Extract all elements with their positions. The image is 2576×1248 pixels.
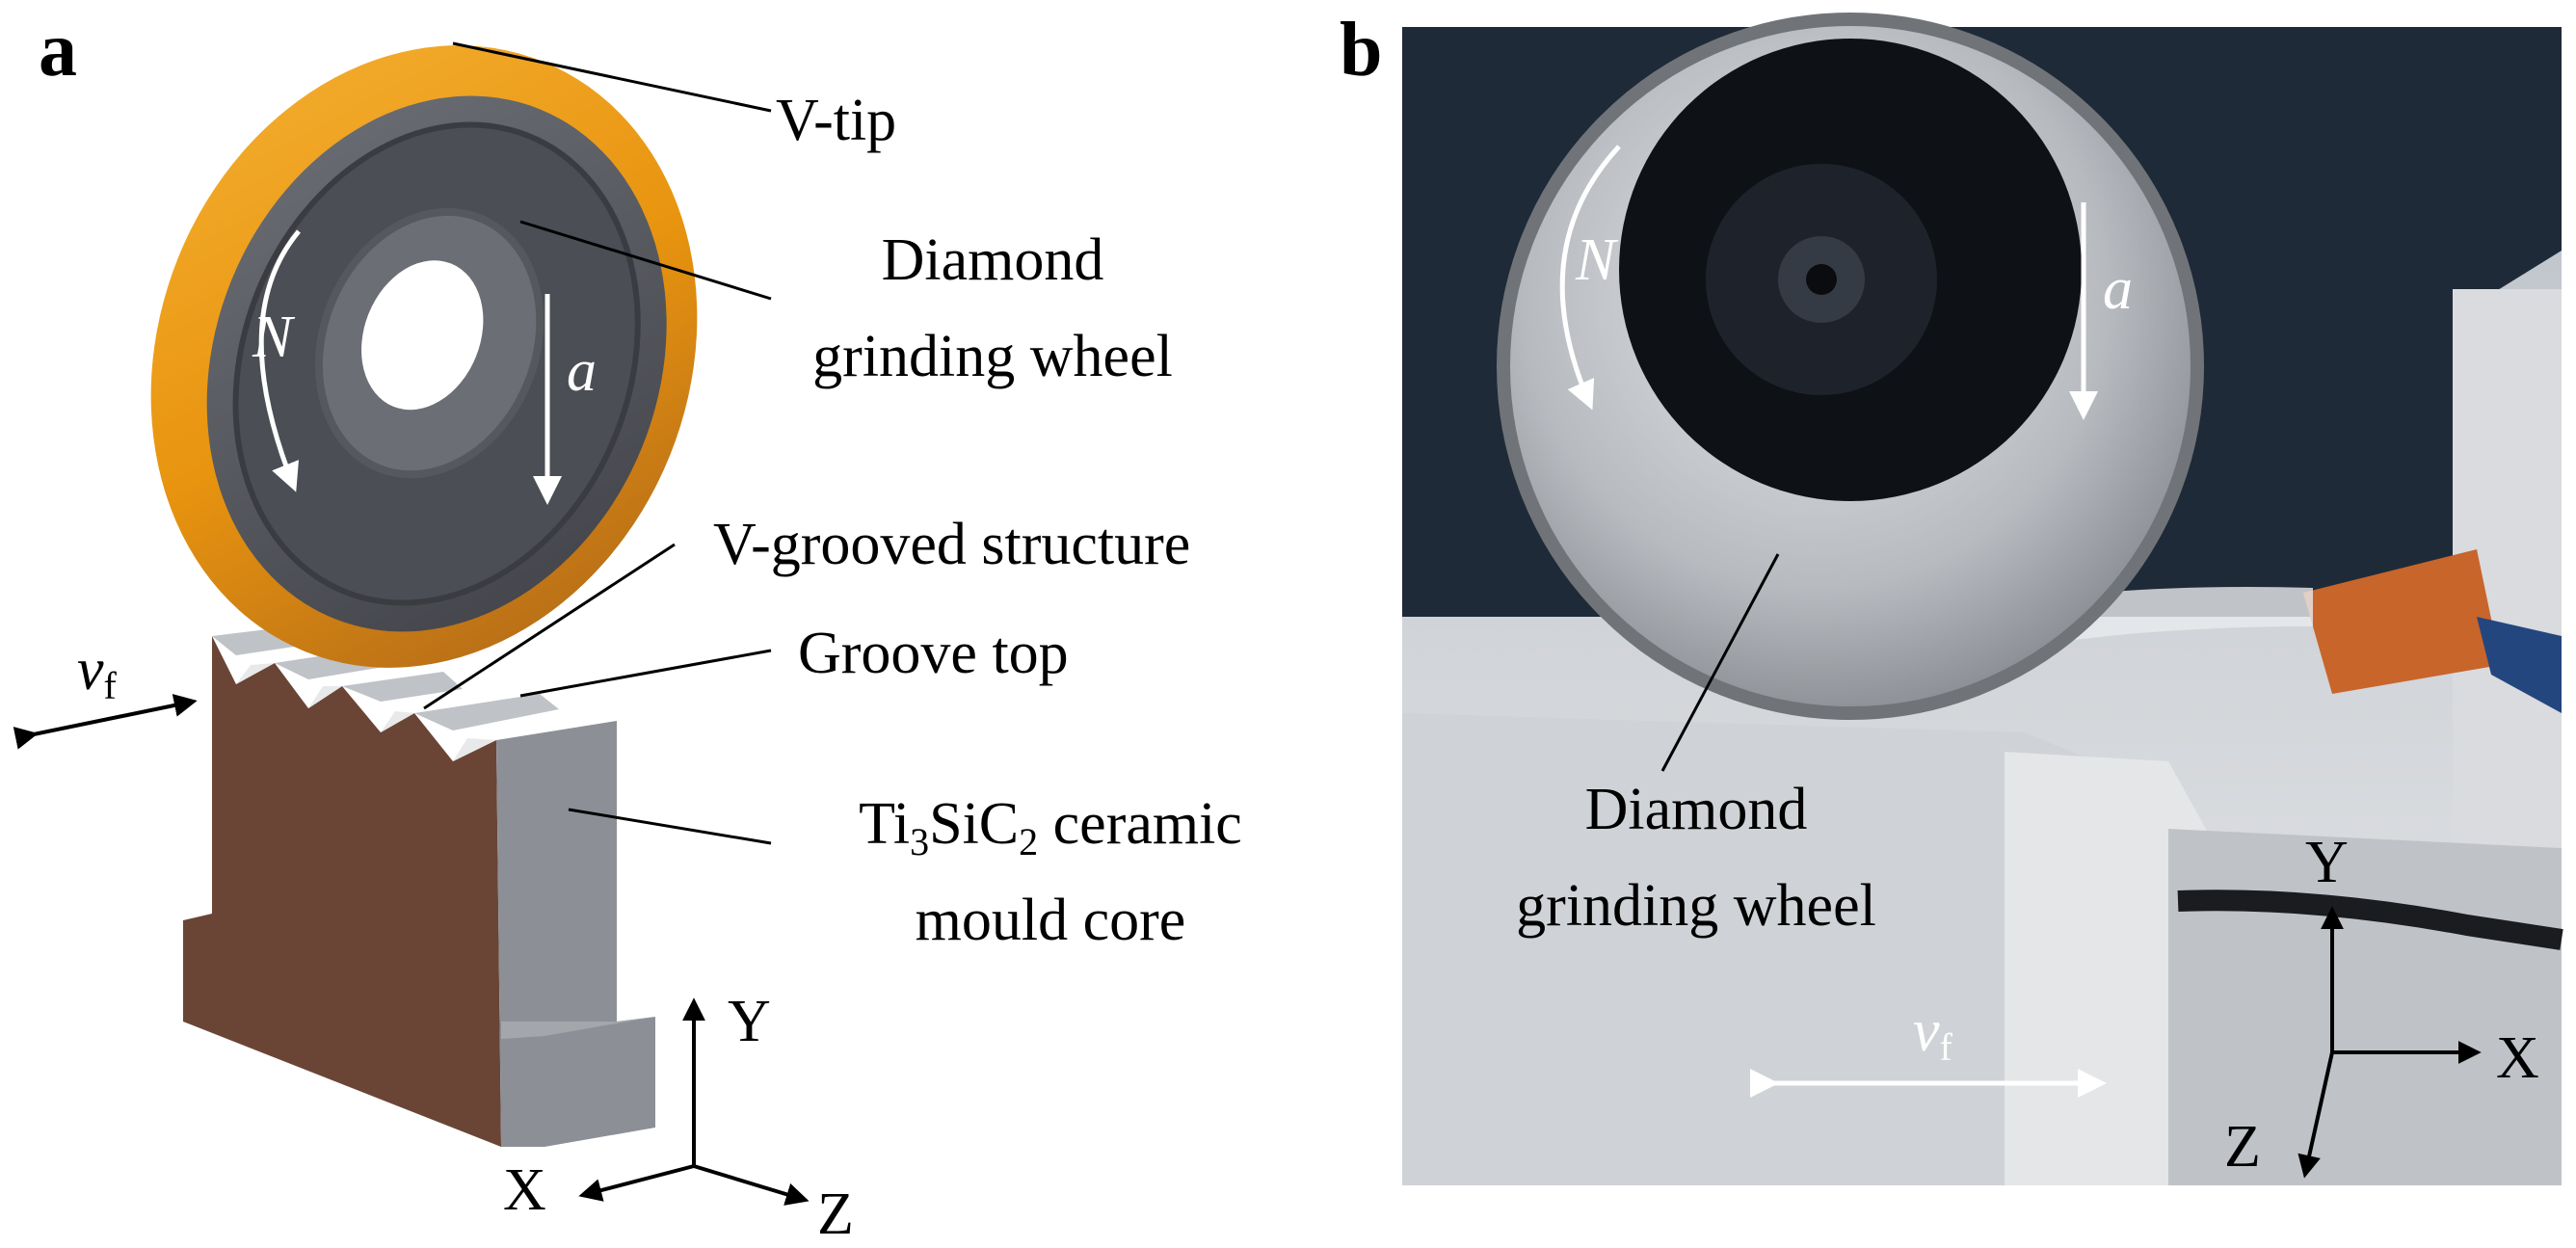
leader-groove-top xyxy=(519,649,772,698)
callout-wheel-line2: grinding wheel xyxy=(812,324,1173,389)
wheel-bore xyxy=(361,260,484,411)
panel-b-letter: b xyxy=(1340,8,1383,93)
callout-core-line1: Ti3SiC2 ceramic xyxy=(859,791,1242,863)
callout-groove-top: Groove top xyxy=(798,621,1069,686)
core-base-step xyxy=(501,1017,655,1039)
rotation-arrow-a xyxy=(258,229,301,492)
hose xyxy=(2177,890,2563,950)
leader-wheel-b xyxy=(1660,553,1780,772)
feed-label-a: vf xyxy=(77,637,118,707)
axis-z-a xyxy=(693,1164,810,1206)
callout-wheel-line1: Diamond xyxy=(882,227,1104,293)
rotation-label-a: N xyxy=(252,305,296,370)
panel-a: a N a vf V-tip xyxy=(13,8,1242,1247)
nozzle-pipe xyxy=(2477,617,2562,713)
groove-top-faces xyxy=(212,624,559,730)
axis-y-label-a: Y xyxy=(728,989,771,1054)
core-side-face xyxy=(496,721,655,1147)
axis-z-label-a: Z xyxy=(817,1182,854,1247)
coolant-nozzle xyxy=(2303,549,2501,694)
axes-a: Y X Z xyxy=(503,989,854,1247)
rotation-label-b: N xyxy=(1575,227,1619,293)
mould-core xyxy=(183,624,655,1147)
callout-v-grooved: V-grooved structure xyxy=(713,512,1190,577)
axis-z-label-b: Z xyxy=(2224,1114,2261,1180)
grinding-wheel xyxy=(150,45,698,668)
machine-base xyxy=(1402,713,2120,1185)
axis-z-b xyxy=(2297,1051,2334,1179)
feed-label-b: vf xyxy=(1913,998,1953,1069)
leader-core xyxy=(568,808,772,845)
leader-v-grooved xyxy=(423,543,676,710)
core-front-face xyxy=(183,636,501,1147)
axis-x-label-a: X xyxy=(503,1157,546,1223)
panel-b: b N a Diamond grinding wheel vf xyxy=(1340,8,2563,1185)
down-feed-label-b: a xyxy=(2103,256,2133,322)
feed-arrow-a xyxy=(13,694,198,750)
leader-v-tip xyxy=(452,41,772,113)
panel-a-letter: a xyxy=(39,8,77,93)
down-feed-label-a: a xyxy=(567,338,597,404)
photo-wheel-rim xyxy=(1497,13,2204,720)
leader-wheel xyxy=(519,220,772,301)
callout-core-line2: mould core xyxy=(916,888,1186,953)
axis-x-a xyxy=(578,1164,695,1202)
axes-b: Y X Z xyxy=(2224,830,2539,1180)
callout-v-tip: V-tip xyxy=(776,88,896,153)
callout-wheel-b-line1: Diamond xyxy=(1585,777,1808,842)
v-groove-highlights xyxy=(236,663,496,761)
photo-wheel-bolt xyxy=(1806,264,1837,295)
callout-wheel-b-line2: grinding wheel xyxy=(1516,873,1876,939)
axis-y-label-b: Y xyxy=(2305,830,2349,895)
axis-x-label-b: X xyxy=(2496,1025,2539,1091)
rotation-arrow-b xyxy=(1559,145,1621,411)
